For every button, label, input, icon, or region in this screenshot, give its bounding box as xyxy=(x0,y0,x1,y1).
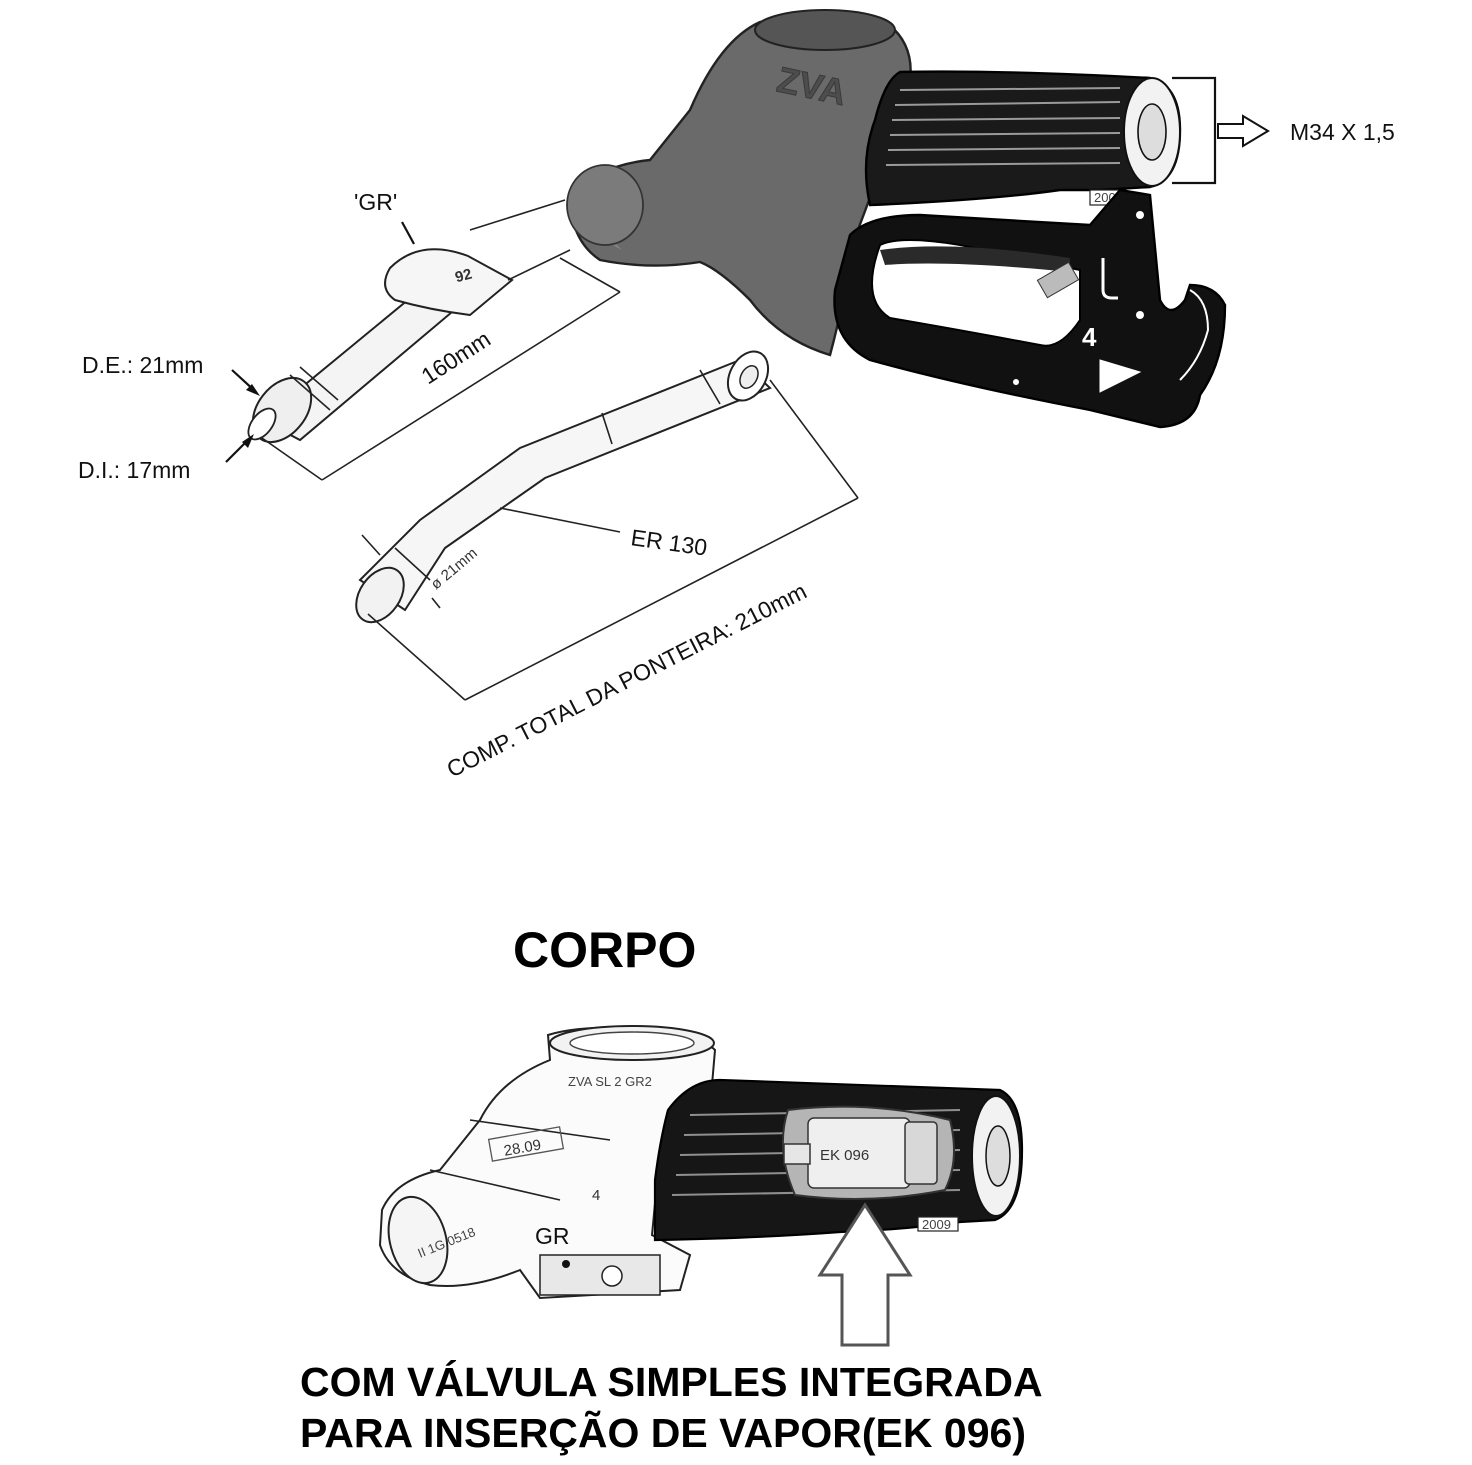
model-stamp: ZVA SL 2 GR2 xyxy=(568,1074,652,1089)
spout-length-label: 160mm xyxy=(417,326,495,390)
outer-diameter-arrow xyxy=(231,369,260,396)
fuel-nozzle-drawing: ZVA 2009 4 xyxy=(78,9,1395,483)
total-length-label: COMP. TOTAL DA PONTEIRA: 210mm xyxy=(442,578,810,783)
spout-mark: 92 xyxy=(453,266,474,287)
er130-spout-drawing: ER 130 ø 21mm COMP. TOTAL DA PONTEIRA: 2… xyxy=(355,350,859,783)
nozzle-spout xyxy=(247,221,514,443)
valve-pointer-arrow xyxy=(817,1202,913,1347)
corpo-body-drawing: ZVA SL 2 GR2 28.09 II 1G 0518 GR 4 2009 … xyxy=(378,1025,1024,1347)
trigger-mark: 4 xyxy=(1082,322,1097,352)
caption-line-1: COM VÁLVULA SIMPLES INTEGRADA xyxy=(300,1359,1043,1405)
er130-label: ER 130 xyxy=(629,524,709,560)
ek096-valve: EK 096 xyxy=(781,1105,955,1200)
date-stamp: 28.09 xyxy=(502,1137,542,1160)
nozzle-body: ZVA xyxy=(566,9,912,357)
corpo-title: CORPO xyxy=(513,922,696,978)
gr-mark: GR xyxy=(535,1223,570,1249)
inner-diameter-label: D.I.: 17mm xyxy=(78,457,190,483)
inner-diameter-arrow xyxy=(225,434,254,463)
thread-dimension: M34 X 1,5 xyxy=(1172,76,1395,185)
caption-line-2: PARA INSERÇÃO DE VAPOR(EK 096) xyxy=(300,1410,1026,1456)
mark-4: 4 xyxy=(592,1187,600,1204)
body-year-tag: 2009 xyxy=(922,1217,951,1232)
valve-label: EK 096 xyxy=(820,1147,869,1164)
outer-diameter-label: D.E.: 21mm xyxy=(82,352,203,378)
thread-label: M34 X 1,5 xyxy=(1290,119,1395,145)
nozzle-handle: 2009 4 xyxy=(833,70,1227,429)
gr-label: 'GR' xyxy=(354,189,397,215)
